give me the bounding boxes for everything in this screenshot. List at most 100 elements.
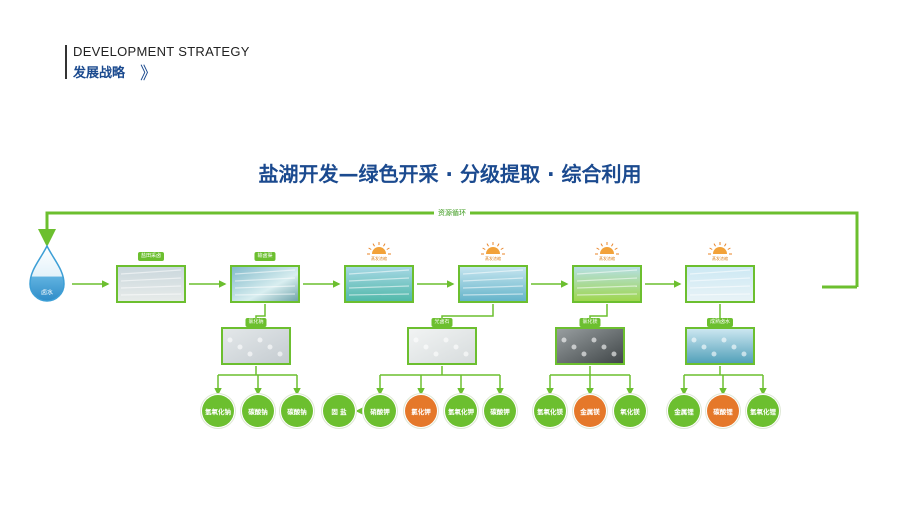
product-node	[574, 395, 606, 427]
product-node	[747, 395, 779, 427]
sub-stage-tag: 光卤石	[431, 318, 453, 327]
product-node	[484, 395, 516, 427]
photo-texture	[453, 344, 459, 350]
photo-texture	[227, 337, 233, 343]
header-accent-bar	[65, 45, 67, 79]
photo-texture	[741, 351, 747, 357]
photo-texture	[576, 277, 638, 282]
photo-texture	[576, 285, 638, 289]
photo-texture	[433, 351, 439, 357]
sub-stage-photo	[407, 327, 477, 365]
product-node	[668, 395, 700, 427]
sub-stage-photo	[221, 327, 291, 365]
loop-label: 资源循环	[434, 208, 470, 218]
photo-texture	[611, 351, 617, 357]
photo-texture	[234, 277, 296, 282]
chevron-right-icon: 》	[140, 64, 157, 84]
photo-texture	[234, 293, 296, 296]
product-label: 氧化镁	[620, 408, 640, 416]
photo-texture	[348, 277, 410, 282]
photo-texture	[691, 337, 697, 343]
product-label: 碳酸钾	[490, 408, 510, 416]
photo-texture	[721, 337, 727, 343]
photo-texture	[443, 337, 449, 343]
product-node	[445, 395, 477, 427]
photo-texture	[571, 344, 577, 350]
product-label: 氯化钾	[411, 408, 431, 416]
photo-texture	[601, 344, 607, 350]
product-label: 氢氧化锂	[750, 408, 776, 416]
product-node	[202, 395, 234, 427]
sun-label: 蒸发浓缩	[371, 256, 387, 261]
photo-texture	[591, 337, 597, 343]
photo-texture	[237, 344, 243, 350]
stage-photo	[572, 265, 642, 303]
product-label: 氢氧化镁	[537, 408, 563, 416]
product-node	[364, 395, 396, 427]
sun-icon	[595, 242, 619, 255]
photo-texture	[120, 293, 182, 296]
photo-texture	[120, 277, 182, 282]
photo-texture	[561, 337, 567, 343]
brine-drop-icon	[29, 244, 65, 302]
product-node	[242, 395, 274, 427]
photo-texture	[120, 285, 182, 289]
photo-texture	[348, 293, 410, 296]
photo-texture	[689, 277, 751, 282]
photo-texture	[462, 277, 524, 282]
brine-source-label: 卤水	[40, 289, 54, 297]
photo-texture	[234, 285, 296, 289]
photo-texture	[701, 344, 707, 350]
stage-tag: 盐田采卤	[137, 252, 165, 261]
product-label: 固 盐	[331, 408, 347, 416]
page-title: 盐湖开发—绿色开采 · 分级提取 · 综合利用	[258, 162, 642, 186]
sub-stage-tag: 成熟卤水	[706, 318, 734, 327]
product-node	[323, 395, 355, 427]
sun-label: 蒸发浓缩	[712, 256, 728, 261]
product-label: 硝酸钾	[370, 408, 390, 416]
photo-texture	[257, 337, 263, 343]
product-label: 氢氧化钠	[205, 408, 231, 416]
photo-texture	[413, 337, 419, 343]
photo-texture	[581, 351, 587, 357]
photo-texture	[462, 285, 524, 289]
product-label: 金属锂	[674, 408, 694, 416]
photo-texture	[576, 293, 638, 296]
photo-texture	[348, 269, 410, 275]
photo-texture	[277, 351, 283, 357]
section-title-cn: 发展战略	[73, 66, 126, 81]
sun-label: 蒸发浓缩	[485, 256, 501, 261]
stage-photo	[230, 265, 300, 303]
product-label: 碳酸钠	[248, 408, 268, 416]
sub-stage-tag: 氯化钠	[245, 318, 267, 327]
photo-texture	[689, 285, 751, 289]
product-node	[534, 395, 566, 427]
photo-texture	[689, 269, 751, 275]
photo-texture	[348, 285, 410, 289]
sun-icon	[481, 242, 505, 255]
stage-tag: 输卤渠	[254, 252, 276, 261]
photo-texture	[423, 344, 429, 350]
product-node	[614, 395, 646, 427]
photo-texture	[576, 269, 638, 275]
photo-texture	[120, 269, 182, 275]
sub-stage-photo	[555, 327, 625, 365]
photo-texture	[711, 351, 717, 357]
product-label: 氢氧化钾	[448, 408, 474, 416]
photo-texture	[267, 344, 273, 350]
photo-texture	[689, 293, 751, 296]
product-label: 金属镁	[580, 408, 600, 416]
sun-icon	[708, 242, 732, 255]
sun-icon	[367, 242, 391, 255]
photo-texture	[462, 293, 524, 296]
sun-label: 蒸发浓缩	[599, 256, 615, 261]
section-title-en: DEVELOPMENT STRATEGY	[73, 44, 250, 59]
product-node	[405, 395, 437, 427]
product-node	[707, 395, 739, 427]
product-label: 碳酸锂	[713, 408, 733, 416]
product-node	[281, 395, 313, 427]
photo-texture	[234, 269, 296, 275]
photo-texture	[463, 351, 469, 357]
photo-texture	[731, 344, 737, 350]
